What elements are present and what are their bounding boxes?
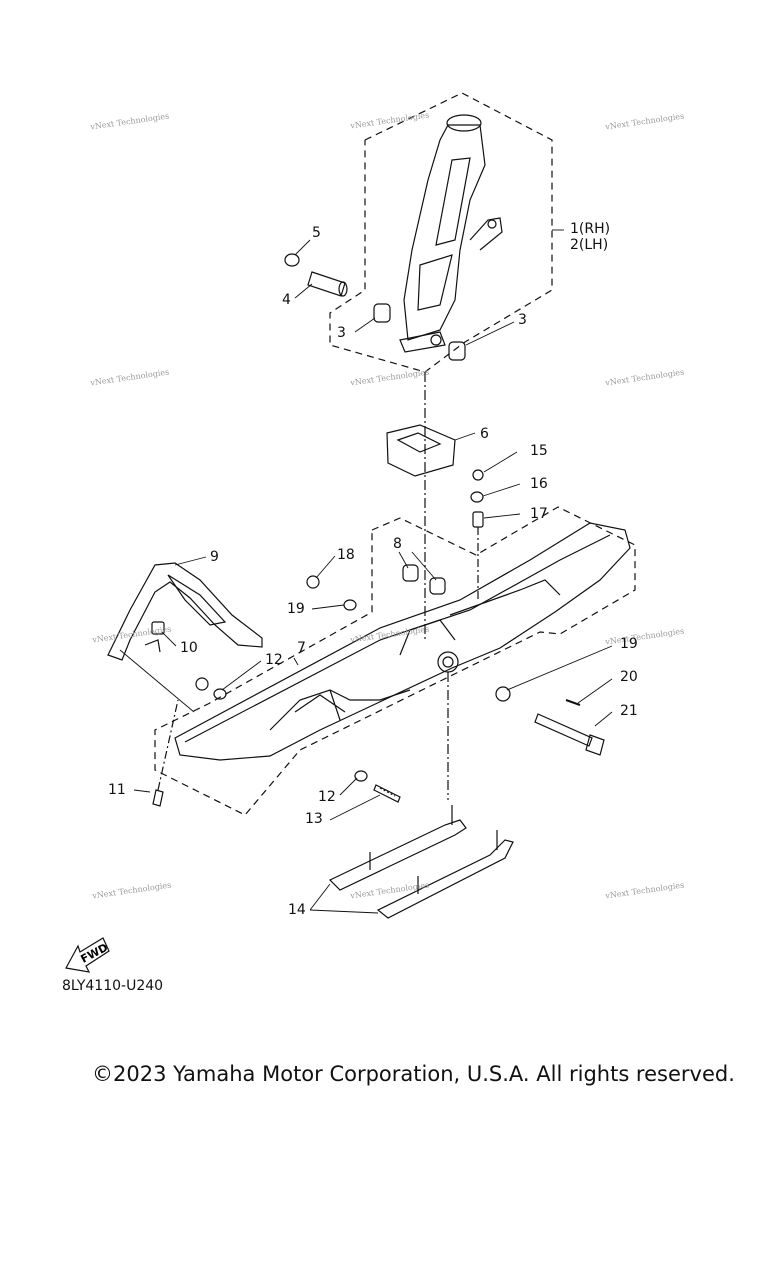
copyright-notice: ©2023 Yamaha Motor Corporation, U.S.A. A… xyxy=(92,1062,735,1086)
callout-5: 5 xyxy=(312,225,321,241)
ski-group-outline xyxy=(154,506,636,816)
callout-19-right: 19 xyxy=(620,636,638,652)
spindle-part xyxy=(399,114,503,353)
callout-18: 18 xyxy=(337,547,355,563)
nut-left xyxy=(195,677,209,691)
callout-12-left: 12 xyxy=(265,652,283,668)
callout-3-right: 3 xyxy=(518,312,527,328)
callout-7: 7 xyxy=(297,640,306,656)
washer-19-right xyxy=(495,686,511,702)
callout-17: 17 xyxy=(530,506,548,522)
washer-left xyxy=(213,688,227,700)
callout-11: 11 xyxy=(108,782,126,798)
leader-lines xyxy=(119,229,613,914)
callout-8: 8 xyxy=(393,536,402,552)
callout-20: 20 xyxy=(620,669,638,685)
cap-part xyxy=(284,253,300,267)
callout-2: 2(LH) xyxy=(570,237,609,253)
callout-21: 21 xyxy=(620,703,638,719)
bushing-8-left xyxy=(402,564,419,582)
callout-12-right: 12 xyxy=(318,789,336,805)
spindle-group-outline xyxy=(329,92,553,373)
callout-6: 6 xyxy=(480,426,489,442)
runner-upper xyxy=(328,805,467,891)
nut-18 xyxy=(306,575,320,589)
callout-19-left: 19 xyxy=(287,601,305,617)
pin-20 xyxy=(565,699,581,706)
washer-16 xyxy=(470,491,484,503)
bushing-8-right xyxy=(429,577,446,595)
collar-part xyxy=(307,271,346,297)
callout-9: 9 xyxy=(210,549,219,565)
bolt-13 xyxy=(373,784,401,803)
fwd-arrow xyxy=(65,937,110,973)
callout-4: 4 xyxy=(282,292,291,308)
bushing-left xyxy=(373,303,391,323)
callout-16: 16 xyxy=(530,476,548,492)
callout-13: 13 xyxy=(305,811,323,827)
diagram-code: 8LY4110-U240 xyxy=(62,978,164,994)
bolt-21 xyxy=(534,713,593,747)
damper-part xyxy=(386,424,456,477)
washer-19-left xyxy=(343,599,357,611)
washer-12-right xyxy=(354,770,368,782)
ski-part xyxy=(174,522,631,761)
runner-lower xyxy=(376,830,514,919)
bushing-right xyxy=(448,341,466,361)
callout-3-left: 3 xyxy=(337,325,346,341)
handle-part xyxy=(107,562,263,661)
nut-10 xyxy=(151,621,165,635)
callout-1: 1(RH) xyxy=(570,221,611,237)
collar-17 xyxy=(472,511,484,528)
callout-14: 14 xyxy=(288,902,306,918)
nut-15 xyxy=(472,469,484,481)
callout-15: 15 xyxy=(530,443,548,459)
bolt-11 xyxy=(152,789,164,807)
callout-10: 10 xyxy=(180,640,198,656)
